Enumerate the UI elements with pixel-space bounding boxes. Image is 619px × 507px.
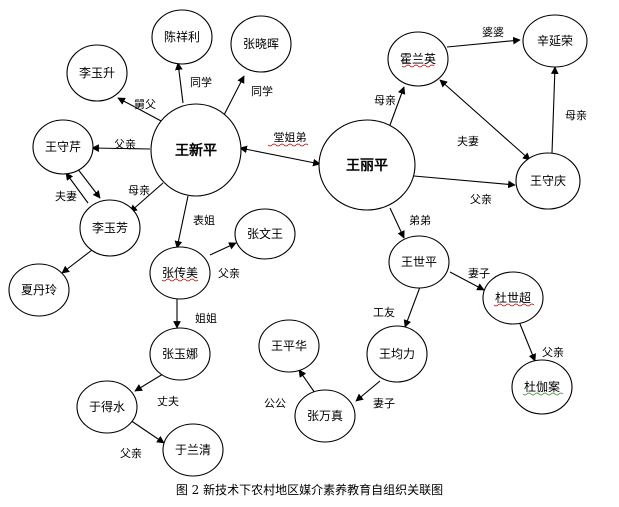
node-label: 杜世超 bbox=[495, 290, 531, 305]
edge-liyufang-wangshouqin bbox=[65, 172, 89, 204]
edge-wangxinping-wangliping bbox=[239, 145, 321, 167]
node-label: 王均力 bbox=[379, 347, 415, 361]
node-label: 张传美 bbox=[162, 265, 198, 280]
edge-wangshiping-dushichao bbox=[449, 271, 485, 291]
edge-label-husband: 丈夫 bbox=[157, 395, 179, 408]
node-wang-shouqing: 王守庆 bbox=[515, 152, 581, 210]
node-zhang-wenwang: 张文王 bbox=[234, 208, 296, 260]
spellcheck-underline bbox=[493, 303, 535, 307]
edge-label-brother: 弟弟 bbox=[409, 214, 431, 227]
edge-label-father-5: 父亲 bbox=[542, 345, 564, 359]
edge-wangjunli-zhangwanzhen bbox=[355, 380, 381, 402]
edge-label-classmate-2: 同学 bbox=[251, 84, 273, 98]
edge-wangliping-wangshouqing bbox=[413, 175, 516, 189]
node-label: 于得水 bbox=[89, 399, 125, 414]
node-wang-shiping: 王世平 bbox=[388, 235, 450, 289]
edge-wangliping-huolanying bbox=[389, 86, 406, 126]
node-label: 王丽平 bbox=[346, 158, 388, 174]
edge-label-mother-2: 母亲 bbox=[374, 93, 396, 107]
edge-wangxinping-wangshouqin bbox=[91, 144, 151, 152]
edge-dushichao-dujiaxin bbox=[517, 318, 536, 362]
edge-liyufang-xiadanling bbox=[61, 249, 93, 274]
edge-label-biaojie: 表姐 bbox=[193, 213, 215, 227]
edge-label-coworker: 工友 bbox=[373, 305, 395, 319]
edge-zhangchuanmei-zhangwenwang bbox=[209, 242, 237, 256]
node-label: 陈祥利 bbox=[164, 29, 200, 44]
node-yu-lanqing: 于兰清 bbox=[162, 423, 224, 477]
edge-label-popo: 婆婆 bbox=[482, 26, 504, 39]
node-wang-junli: 王均力 bbox=[366, 325, 428, 383]
edge-zhangyuna-yudeshui bbox=[134, 373, 164, 392]
edge-wangxinping-liyufang bbox=[129, 182, 164, 213]
figure-caption: 图 2 新技术下农村地区媒介素养教育自组织关联图 bbox=[175, 483, 444, 497]
edge-label-mother-1: 母亲 bbox=[128, 183, 150, 197]
edge-wangshouqin-liyufang bbox=[76, 167, 101, 199]
node-wang-xinping: 王新平 bbox=[150, 103, 242, 197]
spellcheck-underline bbox=[161, 278, 199, 282]
edge-label-couple-2: 夫妻 bbox=[457, 135, 479, 148]
node-xia-danling: 夏丹玲 bbox=[8, 263, 70, 317]
edge-label-wife-1: 妻子 bbox=[468, 267, 490, 280]
node-label: 张文王 bbox=[247, 226, 283, 241]
edge-huolanying-wangshouqing bbox=[439, 79, 531, 161]
node-du-jiaxin: 杜伽案 bbox=[511, 359, 573, 415]
node-yu-deshui: 于得水 bbox=[76, 380, 138, 434]
edge-label-father-1: 父亲 bbox=[114, 137, 136, 151]
edge-label-cousin: 堂姐弟 bbox=[274, 130, 307, 144]
edge-label-uncle: 舅父 bbox=[134, 98, 156, 111]
edge-wangliping-wangshiping bbox=[389, 207, 405, 239]
edge-label-father-2: 父亲 bbox=[218, 266, 240, 280]
node-label: 杜伽案 bbox=[524, 379, 560, 394]
edge-wangshiping-wangjunli bbox=[403, 286, 421, 328]
node-label: 王新平 bbox=[175, 142, 217, 159]
node-li-yufang: 李玉芳 bbox=[79, 199, 141, 257]
node-huo-lanying: 霍兰英 bbox=[387, 31, 449, 87]
edge-label-couple-1: 夫妻 bbox=[55, 190, 77, 203]
node-wang-pinghua: 王平华 bbox=[258, 319, 320, 373]
node-label: 王守庆 bbox=[530, 174, 566, 188]
edge-label-father-3: 父亲 bbox=[120, 446, 142, 460]
node-label: 王守芹 bbox=[45, 140, 81, 154]
node-label: 王世平 bbox=[401, 255, 437, 269]
edge-wangxinping-zhangchuanmei bbox=[174, 195, 189, 249]
spellcheck-underline bbox=[267, 143, 309, 147]
edge-wangxinping-zhangxiaohui bbox=[223, 75, 245, 116]
node-wang-liping: 王丽平 bbox=[318, 119, 416, 211]
edge-zhangwanzhen-wangpinghua bbox=[298, 369, 316, 394]
node-zhang-xiaohui: 张晓晖 bbox=[230, 15, 292, 73]
node-label: 张万真 bbox=[307, 409, 343, 423]
edge-label-gonggong: 公公 bbox=[264, 397, 286, 410]
edge-wangshouqing-xingyanrong bbox=[550, 66, 559, 154]
node-li-yusheng: 李玉升 bbox=[66, 44, 128, 102]
edge-wangxinping-chenxiangli bbox=[175, 62, 184, 104]
node-zhang-yuna: 张玉娜 bbox=[149, 327, 211, 381]
edge-label-wife-2: 妻子 bbox=[373, 397, 395, 410]
node-label: 霍兰英 bbox=[400, 52, 436, 66]
node-label: 夏丹玲 bbox=[21, 283, 57, 297]
node-label: 张玉娜 bbox=[162, 347, 198, 361]
node-label: 于兰清 bbox=[175, 443, 211, 457]
edge-huolanying-xingyanrong bbox=[446, 36, 521, 48]
edge-label-classmate-1: 同学 bbox=[190, 75, 212, 89]
edge-yudeshui-yulanqing bbox=[129, 419, 165, 444]
node-zhang-wanzhen: 张万真 bbox=[294, 389, 356, 443]
node-zhang-chuanmei: 张传美 bbox=[149, 246, 211, 300]
node-label: 王平华 bbox=[271, 339, 307, 353]
node-label: 辛延荣 bbox=[537, 34, 573, 48]
edge-label-mother-3: 母亲 bbox=[565, 108, 587, 122]
node-label: 李玉芳 bbox=[92, 220, 128, 235]
node-du-shichao: 杜世超 bbox=[482, 271, 544, 325]
node-xing-yanrong: 辛延荣 bbox=[522, 14, 588, 68]
spellcheck-underline bbox=[401, 64, 435, 68]
node-wang-shouqin: 王守芹 bbox=[32, 119, 94, 175]
edge-label-jiejie: 姐姐 bbox=[195, 311, 217, 325]
grammar-underline bbox=[522, 392, 564, 396]
node-chen-xiangli: 陈祥利 bbox=[151, 9, 213, 65]
node-label: 李玉升 bbox=[79, 65, 115, 80]
edge-label-father-4: 父亲 bbox=[470, 192, 492, 206]
node-label: 张晓晖 bbox=[243, 37, 279, 51]
edge-wangxinping-liyusheng bbox=[117, 97, 164, 123]
